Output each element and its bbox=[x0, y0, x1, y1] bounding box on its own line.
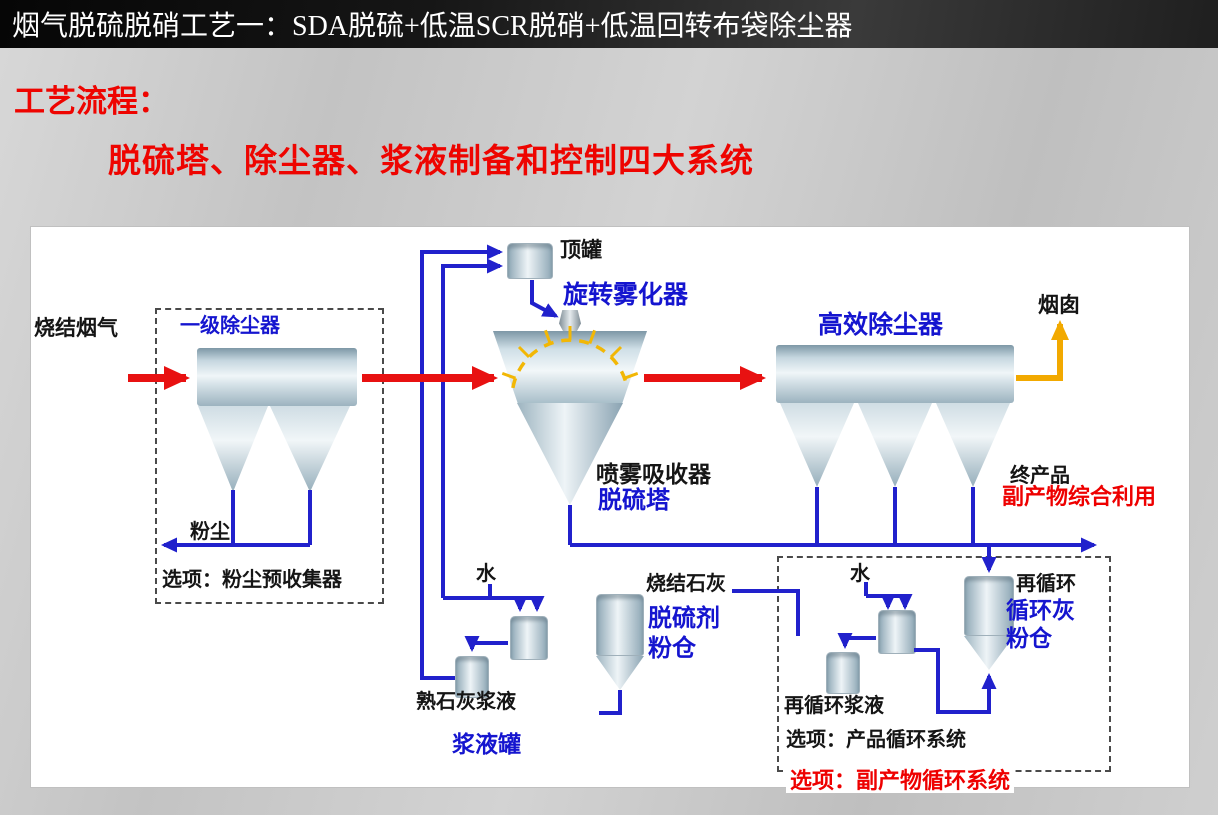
recirc-feed-tank bbox=[826, 652, 860, 694]
top-tank bbox=[507, 243, 553, 279]
circulating-ash-silo-body bbox=[964, 576, 1014, 636]
slurry-mix-tank bbox=[510, 616, 548, 660]
desulfurization-tower-label: 脱硫塔 bbox=[598, 487, 670, 514]
byproduct-utilization-label: 副产物综合利用 bbox=[998, 484, 1161, 510]
rotary-atomizer-label: 旋转雾化器 bbox=[563, 281, 689, 309]
sda-tower-top bbox=[493, 331, 647, 403]
dust-precollector-box bbox=[155, 308, 384, 604]
inlet-label: 烧结烟气 bbox=[34, 317, 118, 340]
final-product-label: 终产品 bbox=[1010, 465, 1070, 487]
dust-label: 粉尘 bbox=[190, 521, 230, 543]
process-flow-heading: 工艺流程： bbox=[14, 84, 169, 119]
circulating-ash-silo-label-line2: 粉仓 bbox=[1006, 625, 1052, 651]
desulfurizer-silo-body bbox=[596, 594, 644, 656]
systems-heading: 脱硫塔、除尘器、浆液制备和控制四大系统 bbox=[108, 142, 754, 179]
slide-title: 烟气脱硫脱硝工艺一：SDA脱硫+低温SCR脱硝+低温回转布袋除尘器 bbox=[12, 11, 853, 42]
sintered-lime-label: 烧结石灰 bbox=[646, 573, 726, 595]
water-label-left: 水 bbox=[476, 563, 496, 585]
slaked-lime-slurry-label: 熟石灰浆液 bbox=[416, 691, 516, 713]
desulfurizer-silo-label-line1: 脱硫剂 bbox=[648, 605, 720, 632]
high-efficiency-collector-label: 高效除尘器 bbox=[818, 311, 944, 339]
recirculation-label: 再循环 bbox=[1016, 573, 1076, 595]
desulfurizer-silo-label-line2: 粉仓 bbox=[648, 635, 696, 662]
spray-absorber-label: 喷雾吸收器 bbox=[596, 461, 711, 487]
recirculating-slurry-label: 再循环浆液 bbox=[784, 695, 884, 717]
recirc-mix-tank bbox=[878, 610, 916, 654]
water-label-right: 水 bbox=[850, 563, 870, 585]
primary-dust-collector-body bbox=[197, 348, 357, 406]
dust-precollector-option-label: 选项：粉尘预收集器 bbox=[162, 569, 342, 591]
byproduct-circulation-option-label: 选项：副产物循环系统 bbox=[786, 768, 1015, 794]
stack-label: 烟囱 bbox=[1038, 294, 1080, 317]
slurry-tank-label: 浆液罐 bbox=[452, 731, 521, 757]
product-circulation-option-label: 选项：产品循环系统 bbox=[786, 729, 966, 751]
title-bar: 烟气脱硫脱硝工艺一：SDA脱硫+低温SCR脱硝+低温回转布袋除尘器 bbox=[0, 0, 1218, 48]
high-efficiency-collector-body bbox=[776, 345, 1014, 403]
top-tank-label: 顶罐 bbox=[560, 239, 602, 262]
circulating-ash-silo-label-line1: 循环灰 bbox=[1006, 597, 1075, 623]
primary-collector-label: 一级除尘器 bbox=[180, 315, 280, 337]
